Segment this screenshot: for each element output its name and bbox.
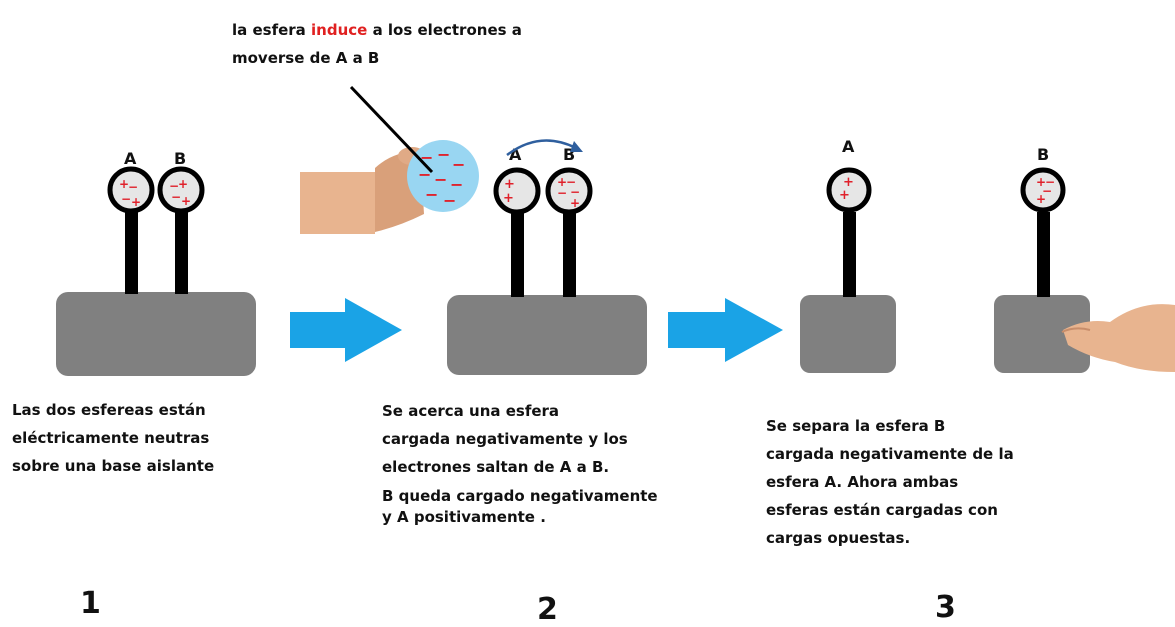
stage-1-apparatus: A B + − − + − + − + bbox=[56, 149, 256, 376]
stand-b bbox=[1037, 212, 1050, 297]
sphere-a-label: A bbox=[124, 149, 137, 168]
electron-transfer-arrow bbox=[506, 139, 577, 156]
step-2-number: 2 bbox=[537, 592, 558, 627]
sphere-b bbox=[157, 166, 205, 214]
minus-charge: − bbox=[443, 191, 456, 210]
minus-charge: − bbox=[437, 145, 450, 164]
step-2-line: B queda cargado negativamente bbox=[382, 487, 658, 505]
hand-icon bbox=[300, 147, 426, 234]
sphere-b bbox=[545, 167, 593, 215]
inducer-negative-charges: − − − − − − − − bbox=[418, 145, 465, 210]
plus-charge: + bbox=[504, 177, 515, 192]
caption-text: a los electrones a bbox=[367, 21, 522, 39]
plus-charge: + bbox=[131, 195, 141, 209]
stage-2-apparatus: − − − − − − − − A B + + + − − − + bbox=[300, 85, 647, 375]
arrow-right-icon bbox=[290, 298, 402, 362]
plus-charge: + bbox=[181, 194, 191, 208]
step-1-line: Las dos esfereas están bbox=[12, 401, 206, 419]
plus-charge: + bbox=[557, 175, 567, 189]
minus-charge: − bbox=[425, 185, 438, 204]
minus-charge: − bbox=[557, 186, 567, 200]
stand-a bbox=[125, 208, 138, 294]
sphere-a bbox=[493, 167, 541, 215]
plus-charge: + bbox=[1036, 192, 1046, 206]
stand-b bbox=[175, 208, 188, 294]
minus-charge: − bbox=[171, 190, 181, 204]
sphere-b bbox=[1020, 167, 1066, 213]
insulating-base bbox=[447, 295, 647, 375]
minus-charge: − bbox=[452, 155, 465, 174]
minus-charge: − bbox=[1045, 175, 1055, 189]
minus-charge: − bbox=[434, 170, 447, 189]
stand-a bbox=[511, 210, 524, 297]
charged-inducer-sphere bbox=[407, 140, 479, 212]
sphere-b-label: B bbox=[174, 149, 186, 168]
caption-text: la esfera bbox=[232, 21, 312, 39]
step-2-description: Se acerca una esfera cargada negativamen… bbox=[382, 397, 658, 527]
pointer-line bbox=[349, 85, 434, 174]
plus-charge: + bbox=[570, 196, 580, 210]
minus-charge: − bbox=[169, 179, 179, 193]
sphere-a bbox=[107, 166, 155, 214]
stand-a bbox=[843, 212, 856, 297]
step-3-line: cargada negativamente de la bbox=[766, 445, 1014, 463]
plus-charge: + bbox=[839, 188, 850, 203]
hand-icon bbox=[1061, 304, 1175, 372]
minus-charge: − bbox=[128, 180, 138, 194]
plus-charge: + bbox=[503, 191, 514, 206]
plus-charge: + bbox=[178, 177, 188, 191]
sphere-a-label: A bbox=[842, 137, 855, 156]
step-3-line: Se separa la esfera B bbox=[766, 417, 946, 435]
sphere-a-label: A bbox=[509, 145, 522, 164]
insulating-base-a bbox=[800, 295, 896, 373]
minus-charge: − bbox=[1042, 184, 1052, 198]
step-2-line: electrones saltan de A a B. bbox=[382, 458, 610, 476]
step-3-number: 3 bbox=[935, 590, 956, 625]
step-1-number: 1 bbox=[80, 586, 101, 621]
insulating-base-b bbox=[994, 295, 1090, 373]
caption-highlight-word: induce bbox=[311, 21, 368, 39]
minus-charge: − bbox=[121, 192, 131, 206]
step-3-line: esferas están cargadas con bbox=[766, 501, 998, 519]
curved-arrow-head bbox=[570, 141, 583, 152]
induction-caption: la esfera induce a los electrones a move… bbox=[232, 16, 522, 72]
minus-charge: − bbox=[450, 175, 463, 194]
sphere-a bbox=[826, 167, 872, 213]
step-3-description: Se separa la esfera B cargada negativame… bbox=[766, 412, 1014, 552]
stand-b bbox=[563, 210, 576, 297]
insulating-base bbox=[56, 292, 256, 376]
step-3-line: cargas opuestas. bbox=[766, 529, 911, 547]
plus-charge: + bbox=[119, 177, 129, 191]
minus-charge: − bbox=[570, 185, 580, 199]
plus-charge: + bbox=[843, 175, 854, 190]
arrow-right-icon bbox=[668, 298, 783, 362]
minus-charge: − bbox=[566, 175, 576, 189]
step-3-line: esfera A. Ahora ambas bbox=[766, 473, 959, 491]
induction-caption-line-2: moverse de A a B bbox=[232, 49, 380, 67]
step-1-description: Las dos esfereas están eléctricamente ne… bbox=[12, 396, 214, 480]
sphere-b-label: B bbox=[1037, 145, 1049, 164]
step-2-line: Se acerca una esfera bbox=[382, 402, 560, 420]
step-1-line: sobre una base aislante bbox=[12, 457, 215, 475]
plus-charge: + bbox=[1036, 175, 1046, 189]
induction-caption-line-1: la esfera induce a los electrones a bbox=[232, 16, 522, 44]
stage-3-apparatus: A + + B + − − + bbox=[800, 137, 1175, 373]
step-2-line: cargada negativamente y los bbox=[382, 430, 628, 448]
step-2-line: y A positivamente . bbox=[382, 508, 546, 526]
step-1-line: eléctricamente neutras bbox=[12, 429, 210, 447]
